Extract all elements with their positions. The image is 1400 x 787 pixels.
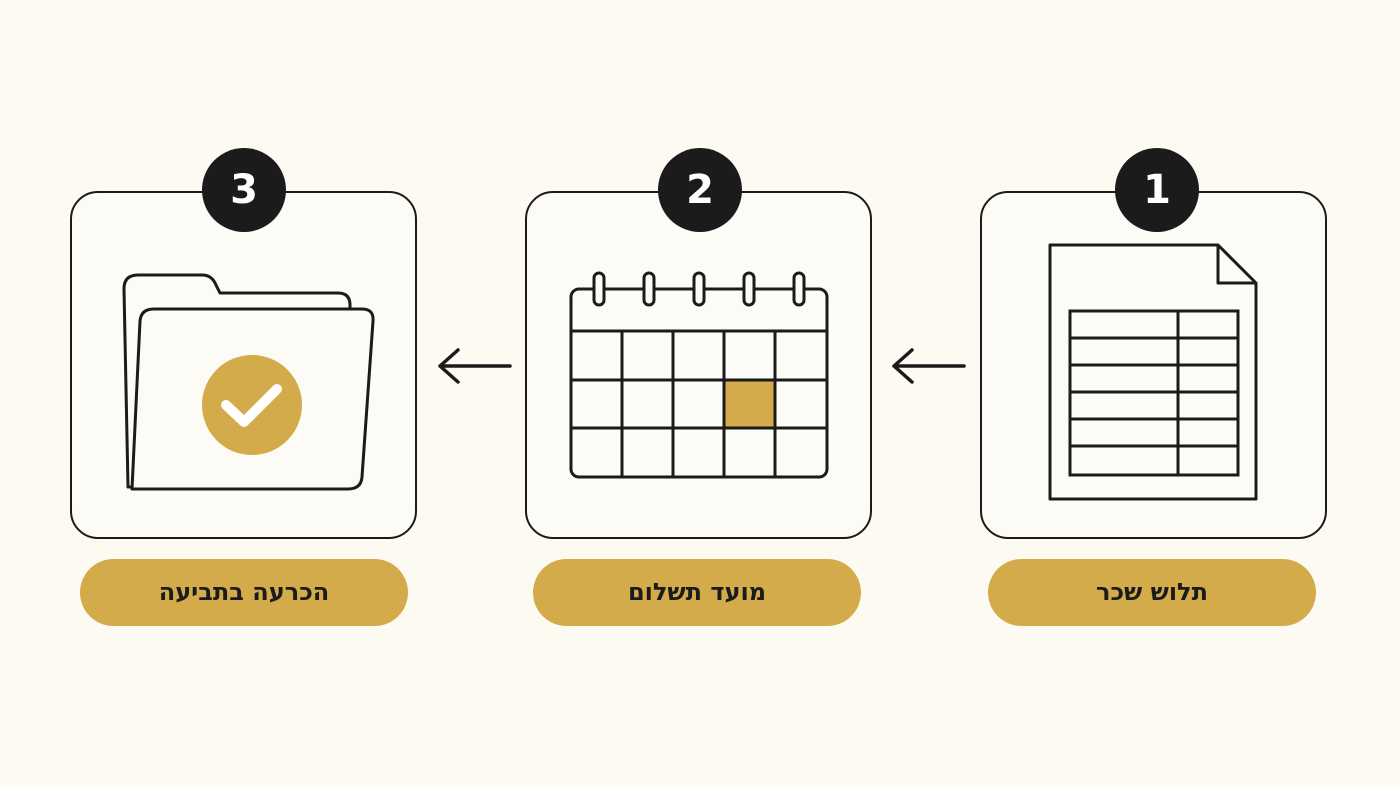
step-3-card (70, 191, 417, 539)
calendar-icon (569, 271, 829, 479)
step-1-number-badge: 1 (1115, 148, 1199, 232)
step-2-label: מועד תשלום (533, 559, 861, 626)
arrow-left-icon (892, 348, 966, 384)
folder-check-icon (122, 273, 375, 491)
step-3-label: הכרעה בתביעה (80, 559, 408, 626)
step-2-card (525, 191, 872, 539)
arrow-left-icon (438, 348, 512, 384)
step-3-number-badge: 3 (202, 148, 286, 232)
step-2-number-badge: 2 (658, 148, 742, 232)
payslip-document-icon (1048, 243, 1258, 501)
step-1-card (980, 191, 1327, 539)
step-1-label: תלוש שכר (988, 559, 1316, 626)
